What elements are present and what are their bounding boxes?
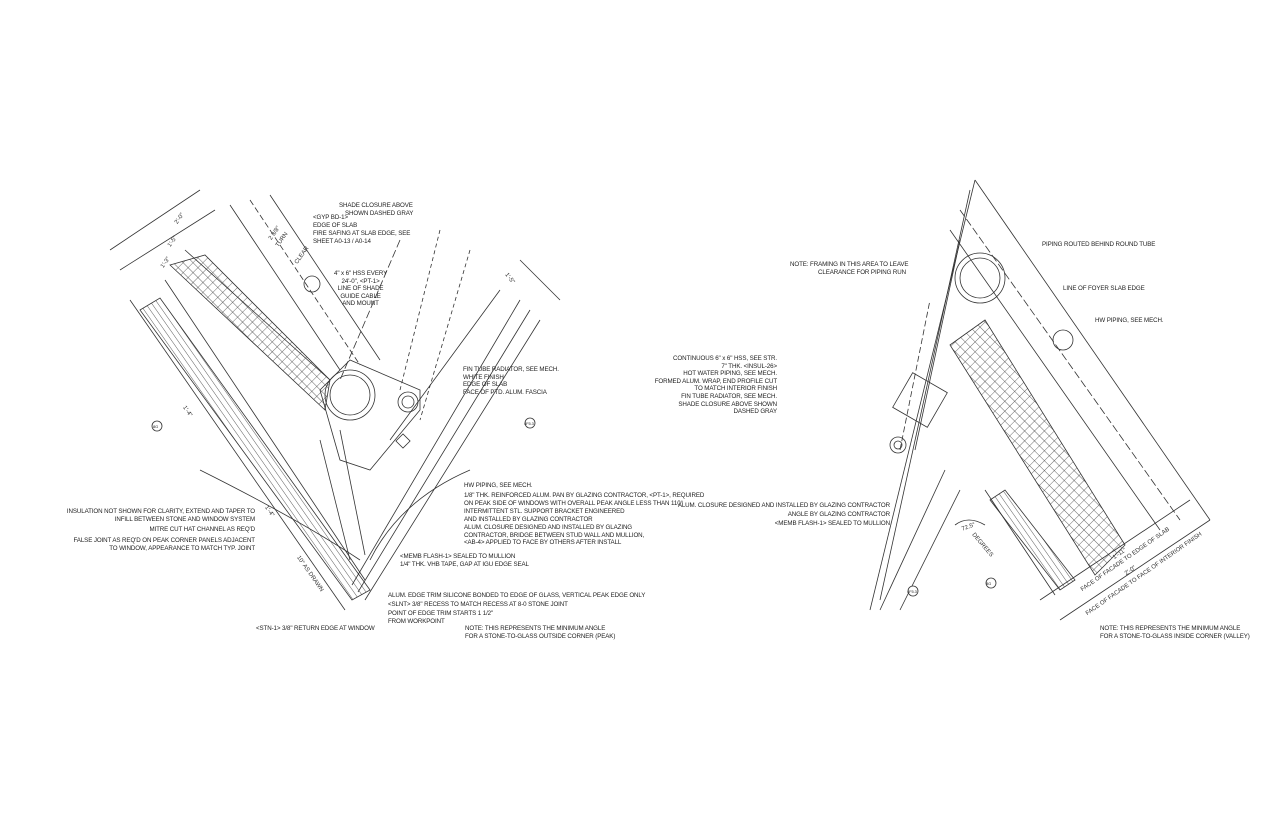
tag-4f53-right-text: 4F5.3 (907, 589, 917, 594)
label-slnt: <SLNT> 3/8" RECESS TO MATCH RECESS AT 8-… (388, 601, 568, 608)
label-memb-flash-right: <MEMB FLASH-1> SEALED TO MULLION (774, 520, 890, 527)
label-mitre: MITRE CUT HAT CHANNEL AS REQ'D (149, 526, 255, 533)
label-hw-piping-right: HW PIPING, SEE MECH. (1095, 317, 1164, 324)
stone-hatch (989, 489, 1076, 591)
label-stn: <STN-1> 3/8" RETURN EDGE AT WINDOW (256, 625, 375, 632)
label-insulation: INSULATION NOT SHOWN FOR CLARITY, EXTEND… (66, 508, 255, 523)
label-angle: ANGLE BY GLAZING CONTRACTOR (787, 511, 890, 518)
label-alum-closure-right: ALUM. CLOSURE DESIGNED AND INSTALLED BY … (677, 502, 890, 509)
label-point-edge-trim: POINT OF EDGE TRIM STARTS 1 1/2"FROM WOR… (388, 610, 494, 625)
tag-8g-left (151, 420, 163, 432)
label-piping-routed: PIPING ROUTED BEHIND ROUND TUBE (1042, 241, 1156, 248)
label-alum-closure: ALUM. CLOSURE DESIGNED AND INSTALLED BY … (464, 524, 645, 547)
label-false-joint: FALSE JOINT AS REQ'D ON PEAK CORNER PANE… (73, 537, 255, 552)
tag-8g-right-text: 8G (986, 581, 992, 586)
round-tube (324, 369, 376, 421)
left-peak-detail (109, 189, 561, 611)
label-alum-pan: 1/8" THK. REINFORCED ALUM. PAN BY GLAZIN… (464, 492, 705, 507)
round-tube (954, 252, 1006, 304)
tag-4f53-left-text: 4F5.3 (524, 421, 534, 426)
label-edge-trim: ALUM. EDGE TRIM SILICONE BONDED TO EDGE … (388, 592, 646, 599)
tag-4f53-left (524, 417, 536, 429)
stone-hatch (139, 297, 371, 601)
label-foyer-slab: LINE OF FOYER SLAB EDGE (1063, 285, 1145, 292)
tag-8g-right (985, 577, 997, 589)
tag-4f53-right (907, 585, 919, 597)
label-fin-tube: FIN TUBE RADIATOR, SEE MECH.WHITE FINISH… (463, 366, 559, 396)
insulation-crosshatch (949, 319, 1126, 576)
label-edge-of-slab: EDGE OF SLAB (313, 222, 358, 229)
label-vhb-tape: 1/4" THK. VHB TAPE, GAP AT IGU EDGE SEAL (400, 561, 529, 568)
right-valley-detail (869, 179, 1211, 621)
label-stack: CONTINUOUS 6" x 6" HSS, SEE STR.7" THK. … (654, 355, 777, 416)
label-hw-piping: HW PIPING, SEE MECH. (464, 482, 533, 489)
label-gyp-bd: <GYP BD-1> (313, 214, 348, 221)
tag-8g-left-text: 8G (153, 424, 159, 429)
label-memb-flash: <MEMB FLASH-1> SEALED TO MULLION (400, 553, 516, 560)
label-stl-bracket: INTERMITTENT STL. SUPPORT BRACKET ENGINE… (464, 508, 625, 523)
